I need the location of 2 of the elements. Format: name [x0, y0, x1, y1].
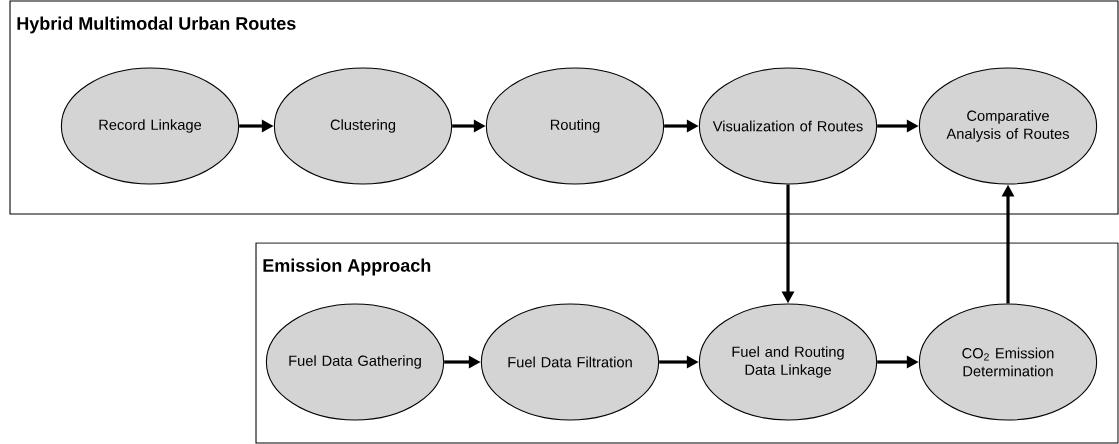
group-title: Emission Approach [263, 258, 431, 276]
group-title: Hybrid Multimodal Urban Routes [17, 16, 296, 34]
